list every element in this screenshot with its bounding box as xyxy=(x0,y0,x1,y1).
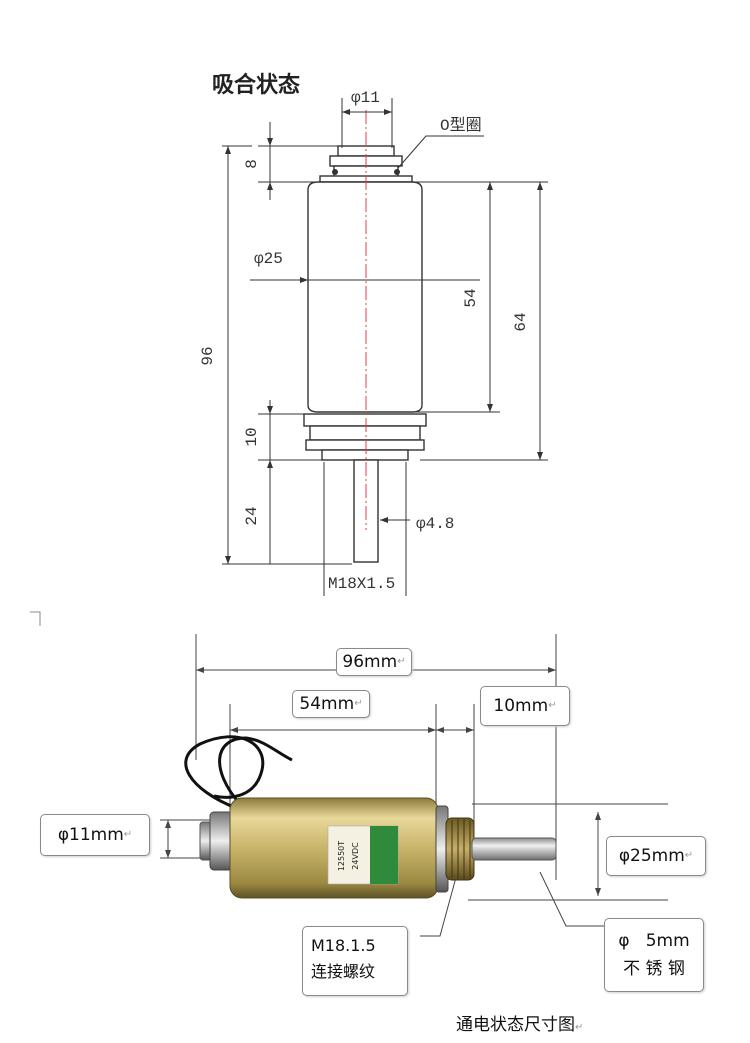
bottom-dimension-lines xyxy=(160,634,668,937)
bottom-arrowheads xyxy=(165,667,601,896)
label-54mm: 54mm↵ xyxy=(292,690,370,718)
body-voltage-text: 24VDC xyxy=(351,842,360,870)
rear-cap xyxy=(199,811,235,871)
dim-phi25-top: φ25 xyxy=(254,250,283,268)
label-phi11mm-text: φ11mm xyxy=(57,824,124,845)
label-10mm: 10mm↵ xyxy=(480,686,570,726)
dim-54-top: 54 xyxy=(462,288,480,307)
label-rod-line2: 不 锈 钢 xyxy=(623,959,685,979)
dim-24: 24 xyxy=(243,506,261,525)
top-title: 吸合状态 xyxy=(212,72,300,98)
dim-8: 8 xyxy=(243,159,261,169)
label-10mm-text: 10mm xyxy=(493,695,549,716)
label-96mm: 96mm↵ xyxy=(336,648,412,676)
label-rod: φ 5mm 不 锈 钢 xyxy=(604,918,704,992)
top-dimension-lines xyxy=(222,98,548,596)
label-96mm-text: 96mm xyxy=(342,651,398,672)
front-thread xyxy=(435,805,475,893)
top-drawing xyxy=(303,145,427,563)
lead-wires xyxy=(184,735,293,810)
label-phi25mm-text: φ25mm xyxy=(618,845,685,866)
label-thread-line1: M18.1.5 xyxy=(311,936,376,955)
bottom-caption: 通电状态尺寸图↵ xyxy=(456,1015,584,1035)
label-phi25mm: φ25mm↵ xyxy=(606,836,706,876)
stainless-rod xyxy=(471,837,557,861)
dim-thread-top: M18X1.5 xyxy=(328,575,395,593)
label-thread-line2: 连接螺纹 xyxy=(311,962,376,981)
label-thread: M18.1.5 连接螺纹 xyxy=(302,926,408,996)
bottom-caption-text: 通电状态尺寸图 xyxy=(456,1015,575,1035)
label-rod-line1: φ 5mm xyxy=(618,931,690,951)
o-ring-marks xyxy=(332,169,400,175)
label-phi11mm: φ11mm↵ xyxy=(40,814,150,856)
dim-96-top: 96 xyxy=(199,346,217,365)
dim-phi48-top: φ4.8 xyxy=(416,515,454,533)
dim-64: 64 xyxy=(512,312,530,331)
dim-phi11-top: φ11 xyxy=(351,89,380,107)
body-model-text: 12550T xyxy=(337,841,346,871)
label-54mm-text: 54mm xyxy=(299,693,355,714)
dim-10-top: 10 xyxy=(243,427,261,446)
corner-mark xyxy=(30,611,41,626)
o-ring-label: O型圈 xyxy=(440,116,482,135)
body-label: 12550T 24VDC xyxy=(327,825,399,885)
top-arrowheads xyxy=(225,109,543,564)
